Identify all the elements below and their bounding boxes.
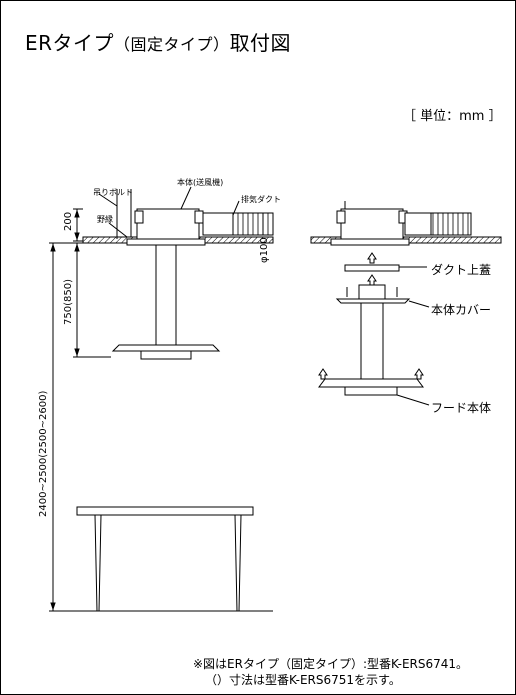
table-leg-left <box>94 514 102 612</box>
label-body-cover: 本体カバー <box>431 303 492 317</box>
duct-joint <box>202 212 234 236</box>
label-hood-body: フード本体 <box>431 401 492 415</box>
dim-total-height: 2400~2500(2500~2600) <box>38 390 49 517</box>
hood-top <box>111 344 221 352</box>
left-view <box>49 186 274 612</box>
label-duct-lid: ダクト上蓋 <box>431 263 492 277</box>
leader-hanger <box>98 193 118 207</box>
right-view <box>310 201 502 406</box>
cover-flange <box>335 298 411 304</box>
exhaust-duct-right <box>430 212 472 236</box>
bracket-right <box>194 210 204 224</box>
label-blower-body: 本体(送風機) <box>177 178 224 187</box>
blower-body <box>136 208 200 240</box>
label-hanger-bolt: 吊りボルト <box>93 188 133 197</box>
body-flange <box>126 238 206 246</box>
dim-200: 200 <box>63 211 74 231</box>
dim-750: 750(850) <box>63 279 74 325</box>
leader-exhaust <box>232 200 240 216</box>
arrow-up-1 <box>367 252 377 264</box>
title-sub: （固定タイプ） <box>114 35 230 54</box>
cover-top <box>358 284 386 300</box>
leader-body <box>180 186 192 210</box>
hood-bottom <box>140 350 192 360</box>
blower-body-right <box>340 208 404 240</box>
hood-body <box>318 378 424 388</box>
footnote-dimensions: （）寸法は型番K-ERS6751を示す。 <box>205 673 401 687</box>
leader-field <box>108 222 128 238</box>
page-title: ERタイプ（固定タイプ）取付図 <box>25 27 291 56</box>
unit-label: ［ 単位：mm ］ <box>403 109 502 124</box>
footnote-model: ※図はERタイプ（固定タイプ）:型番K-ERS6741。 <box>193 657 469 671</box>
dim-phi100: φ100 <box>259 237 270 263</box>
exhaust-duct <box>232 212 274 236</box>
cover-pole <box>360 302 384 380</box>
title-tail: 取付図 <box>229 31 292 55</box>
center-pole <box>155 244 177 348</box>
title-main: ERタイプ <box>25 31 115 55</box>
bracket-left <box>134 210 144 224</box>
duct-lid <box>344 264 400 272</box>
label-exhaust-duct: 排気ダクト <box>241 195 281 204</box>
label-field-edge: 野縁 <box>97 215 113 224</box>
table-top <box>76 506 254 516</box>
table-leg-right <box>234 514 242 612</box>
